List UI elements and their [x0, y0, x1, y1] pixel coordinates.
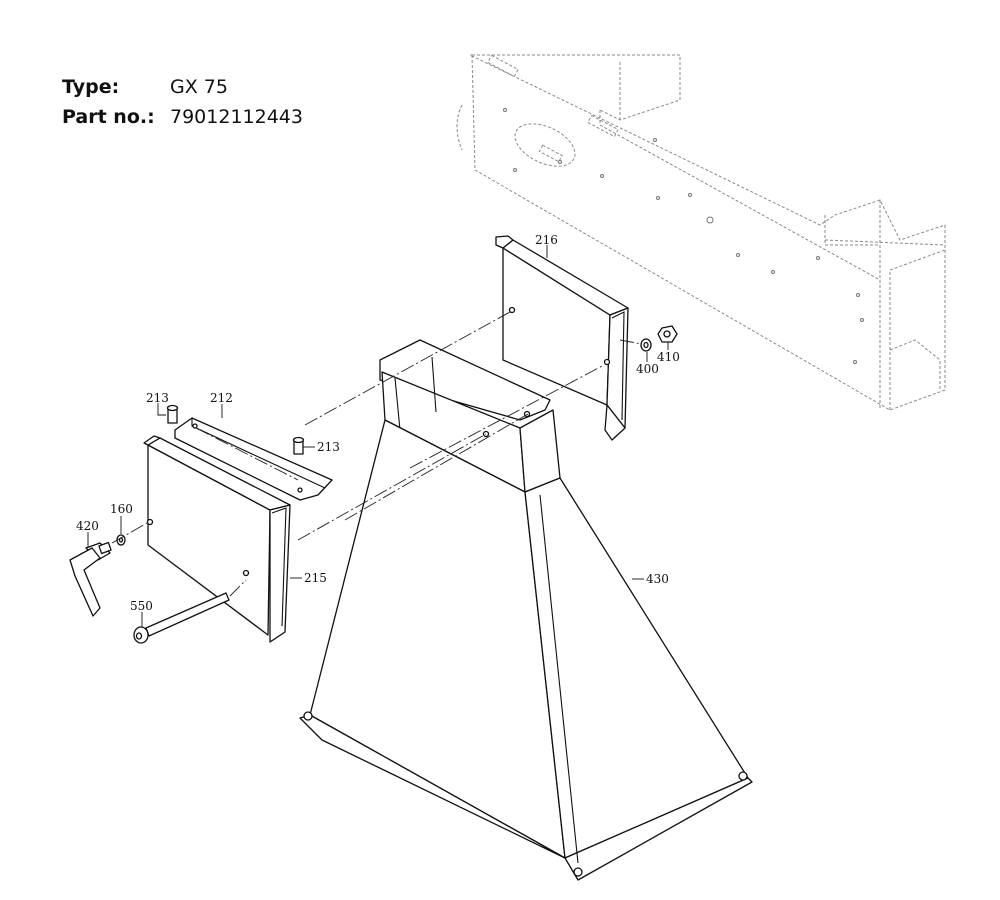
- type-label: Type:: [62, 76, 120, 98]
- callout-430: 430: [646, 572, 669, 586]
- callout-215: 215: [304, 571, 327, 585]
- callout-160: 160: [110, 502, 133, 516]
- part-400-washer: [640, 338, 652, 352]
- callout-420: 420: [76, 519, 99, 533]
- part-410-nut: [657, 325, 678, 343]
- type-row: Type: GX 75: [62, 72, 303, 102]
- type-value: GX 75: [170, 76, 228, 98]
- part-430-funnel-housing: [299, 339, 753, 881]
- part-number-label: Part no.:: [62, 106, 155, 128]
- part-216-rear-cover: [495, 235, 629, 441]
- part-550-bolt: [133, 592, 230, 644]
- part-213-screw-right: [292, 436, 305, 455]
- leader-lines: [87, 245, 669, 627]
- assembly-axis-lines: [111, 311, 643, 597]
- callout-213-right: 213: [317, 440, 340, 454]
- callout-400: 400: [636, 362, 659, 376]
- callout-213-top: 213: [146, 391, 169, 405]
- machine-frame-ghost: [456, 54, 946, 411]
- callout-216: 216: [535, 233, 558, 247]
- part-420-clamp-lever: [69, 541, 112, 617]
- part-215-front-cover: [143, 435, 291, 643]
- callout-labels: 216 400 410 213 212 213 160 420 215 430 …: [76, 233, 680, 613]
- part-number-value: 79012112443: [170, 106, 303, 128]
- callout-212: 212: [210, 391, 233, 405]
- callout-550: 550: [130, 599, 153, 613]
- part-header: Type: GX 75 Part no.: 79012112443: [62, 72, 303, 132]
- part-212-mounting-plate: [174, 417, 333, 501]
- callout-410: 410: [657, 350, 680, 364]
- part-213-screw-top: [166, 404, 179, 424]
- part-number-row: Part no.: 79012112443: [62, 102, 303, 132]
